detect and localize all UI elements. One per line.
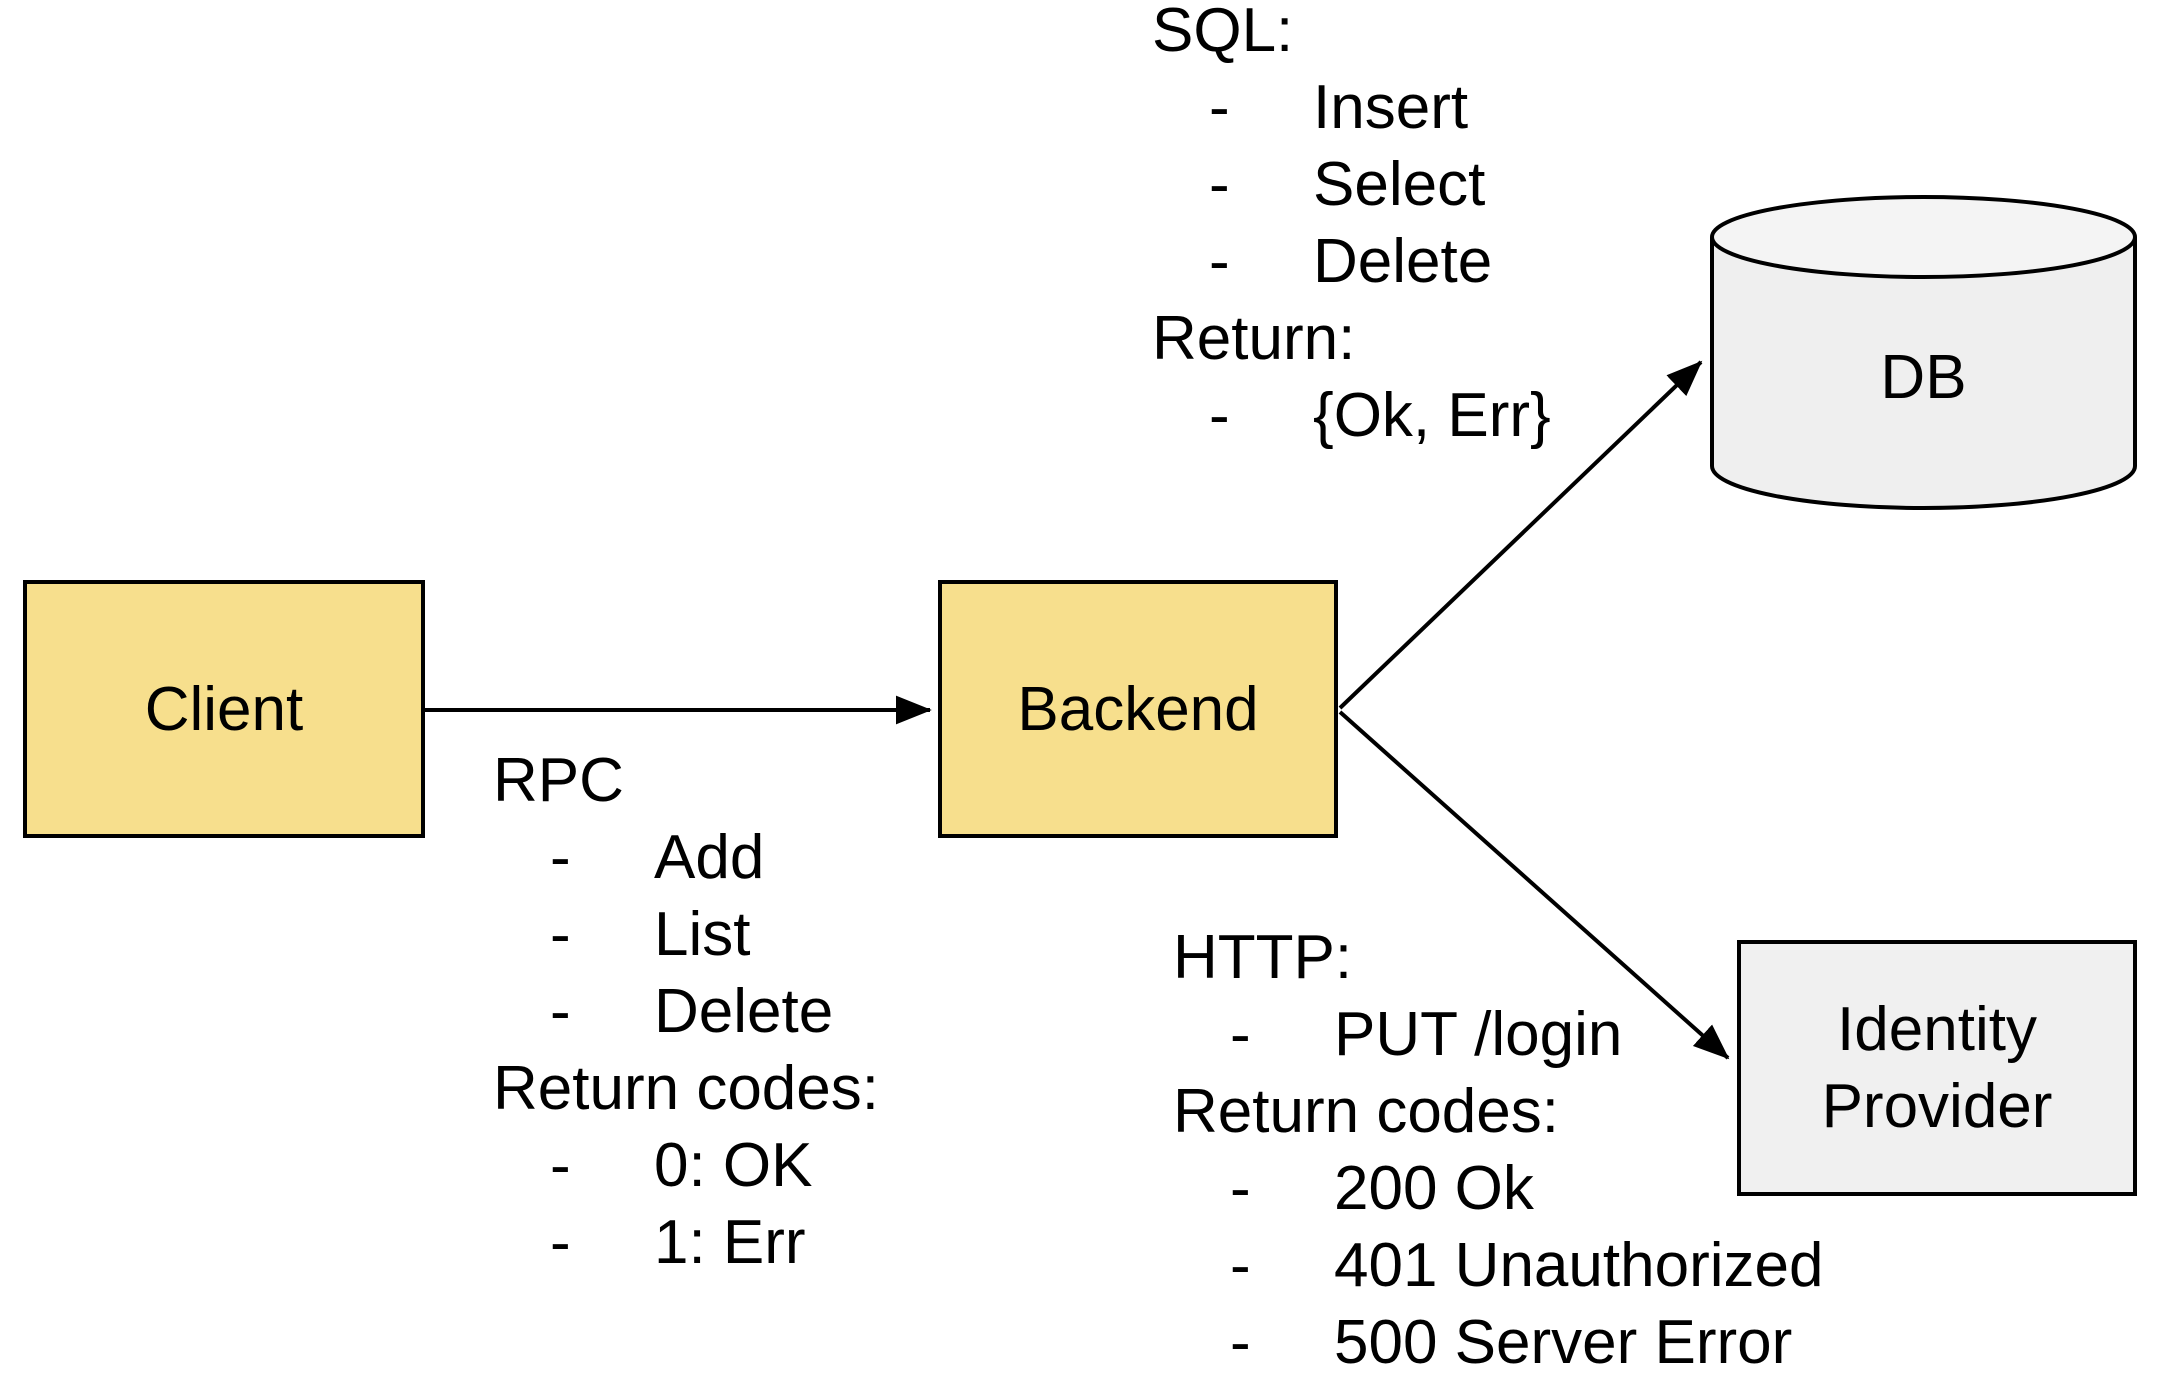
rpc-annotation: RPC - Add - List - Delete Return codes: - 0:…: [493, 742, 879, 1281]
bullet-dash: -: [1209, 227, 1230, 296]
identity-provider-node: Identity Provider: [1737, 940, 2137, 1196]
annotation-text: 200 Ok: [1334, 1154, 1534, 1223]
bullet-dash: -: [550, 823, 571, 892]
annotation-line: - List: [493, 896, 879, 973]
annotation-line: - 0: OK: [493, 1127, 879, 1204]
annotation-line: - Insert: [1152, 69, 1551, 146]
annotation-line: SQL:: [1152, 0, 1551, 69]
annotation-line: - {Ok, Err}: [1152, 377, 1551, 454]
http-annotation: HTTP: -PUT /login Return codes: -200 Ok …: [1173, 919, 1823, 1381]
bullet-dash: -: [1209, 73, 1230, 142]
annotation-text: RPC: [493, 746, 624, 815]
annotation-text: List: [654, 900, 751, 969]
annotation-line: Return codes:: [1173, 1073, 1823, 1150]
db-node: DB: [1710, 193, 2137, 512]
bullet-dash: -: [1230, 1308, 1251, 1377]
annotation-text: PUT /login: [1334, 1000, 1623, 1069]
node-label: DB: [1880, 343, 1967, 412]
annotation-text: HTTP:: [1173, 923, 1353, 992]
db-cylinder-icon: [1710, 195, 2137, 510]
bullet-dash: -: [1230, 1154, 1251, 1223]
bullet-dash: -: [1230, 1231, 1251, 1300]
annotation-line: - 200 Ok: [1173, 1150, 1823, 1227]
annotation-line: - Delete: [1152, 223, 1551, 300]
backend-db-arrow: [1338, 360, 1703, 710]
client-node: Client: [23, 580, 425, 838]
annotation-text: Delete: [1313, 227, 1493, 296]
annotation-text: 500 Server Error: [1334, 1308, 1793, 1377]
sql-annotation: SQL: - Insert - Select - Delete Return: - {O…: [1152, 0, 1551, 454]
annotation-text: SQL:: [1152, 0, 1294, 65]
bullet-dash: -: [1209, 150, 1230, 219]
annotation-line: - Select: [1152, 146, 1551, 223]
annotation-text: Select: [1313, 150, 1486, 219]
annotation-text: 1: Err: [654, 1208, 806, 1277]
annotation-line: Return codes:: [493, 1050, 879, 1127]
node-label: Backend: [1017, 674, 1259, 744]
annotation-line: - 401 Unauthorized: [1173, 1227, 1823, 1304]
annotation-text: {Ok, Err}: [1313, 381, 1551, 450]
annotation-line: - Add: [493, 819, 879, 896]
annotation-line: - 500 Server Error: [1173, 1304, 1823, 1381]
annotation-line: - 1: Err: [493, 1204, 879, 1281]
annotation-text: Add: [654, 823, 765, 892]
annotation-text: 0: OK: [654, 1131, 813, 1200]
node-label: Client: [144, 674, 304, 744]
bullet-dash: -: [550, 900, 571, 969]
annotation-text: Return codes:: [1173, 1077, 1559, 1146]
backend-identity-provider-arrow: [1338, 710, 1730, 1060]
node-label: Identity Provider: [1821, 995, 2053, 1141]
annotation-line: Return:: [1152, 300, 1551, 377]
annotation-text: 401 Unauthorized: [1334, 1231, 1824, 1300]
annotation-text: Delete: [654, 977, 834, 1046]
annotation-text: Return:: [1152, 304, 1356, 373]
annotation-line: - PUT /login: [1173, 996, 1823, 1073]
annotation-text: Return codes:: [493, 1054, 879, 1123]
annotation-text: Insert: [1313, 73, 1469, 142]
bullet-dash: -: [550, 977, 571, 1046]
annotation-line: RPC: [493, 742, 879, 819]
bullet-dash: -: [550, 1208, 571, 1277]
bullet-dash: -: [1209, 381, 1230, 450]
annotation-line: - Delete: [493, 973, 879, 1050]
bullet-dash: -: [1230, 1000, 1251, 1069]
bullet-dash: -: [550, 1131, 571, 1200]
annotation-line: HTTP:: [1173, 919, 1823, 996]
backend-node: Backend: [938, 580, 1338, 838]
